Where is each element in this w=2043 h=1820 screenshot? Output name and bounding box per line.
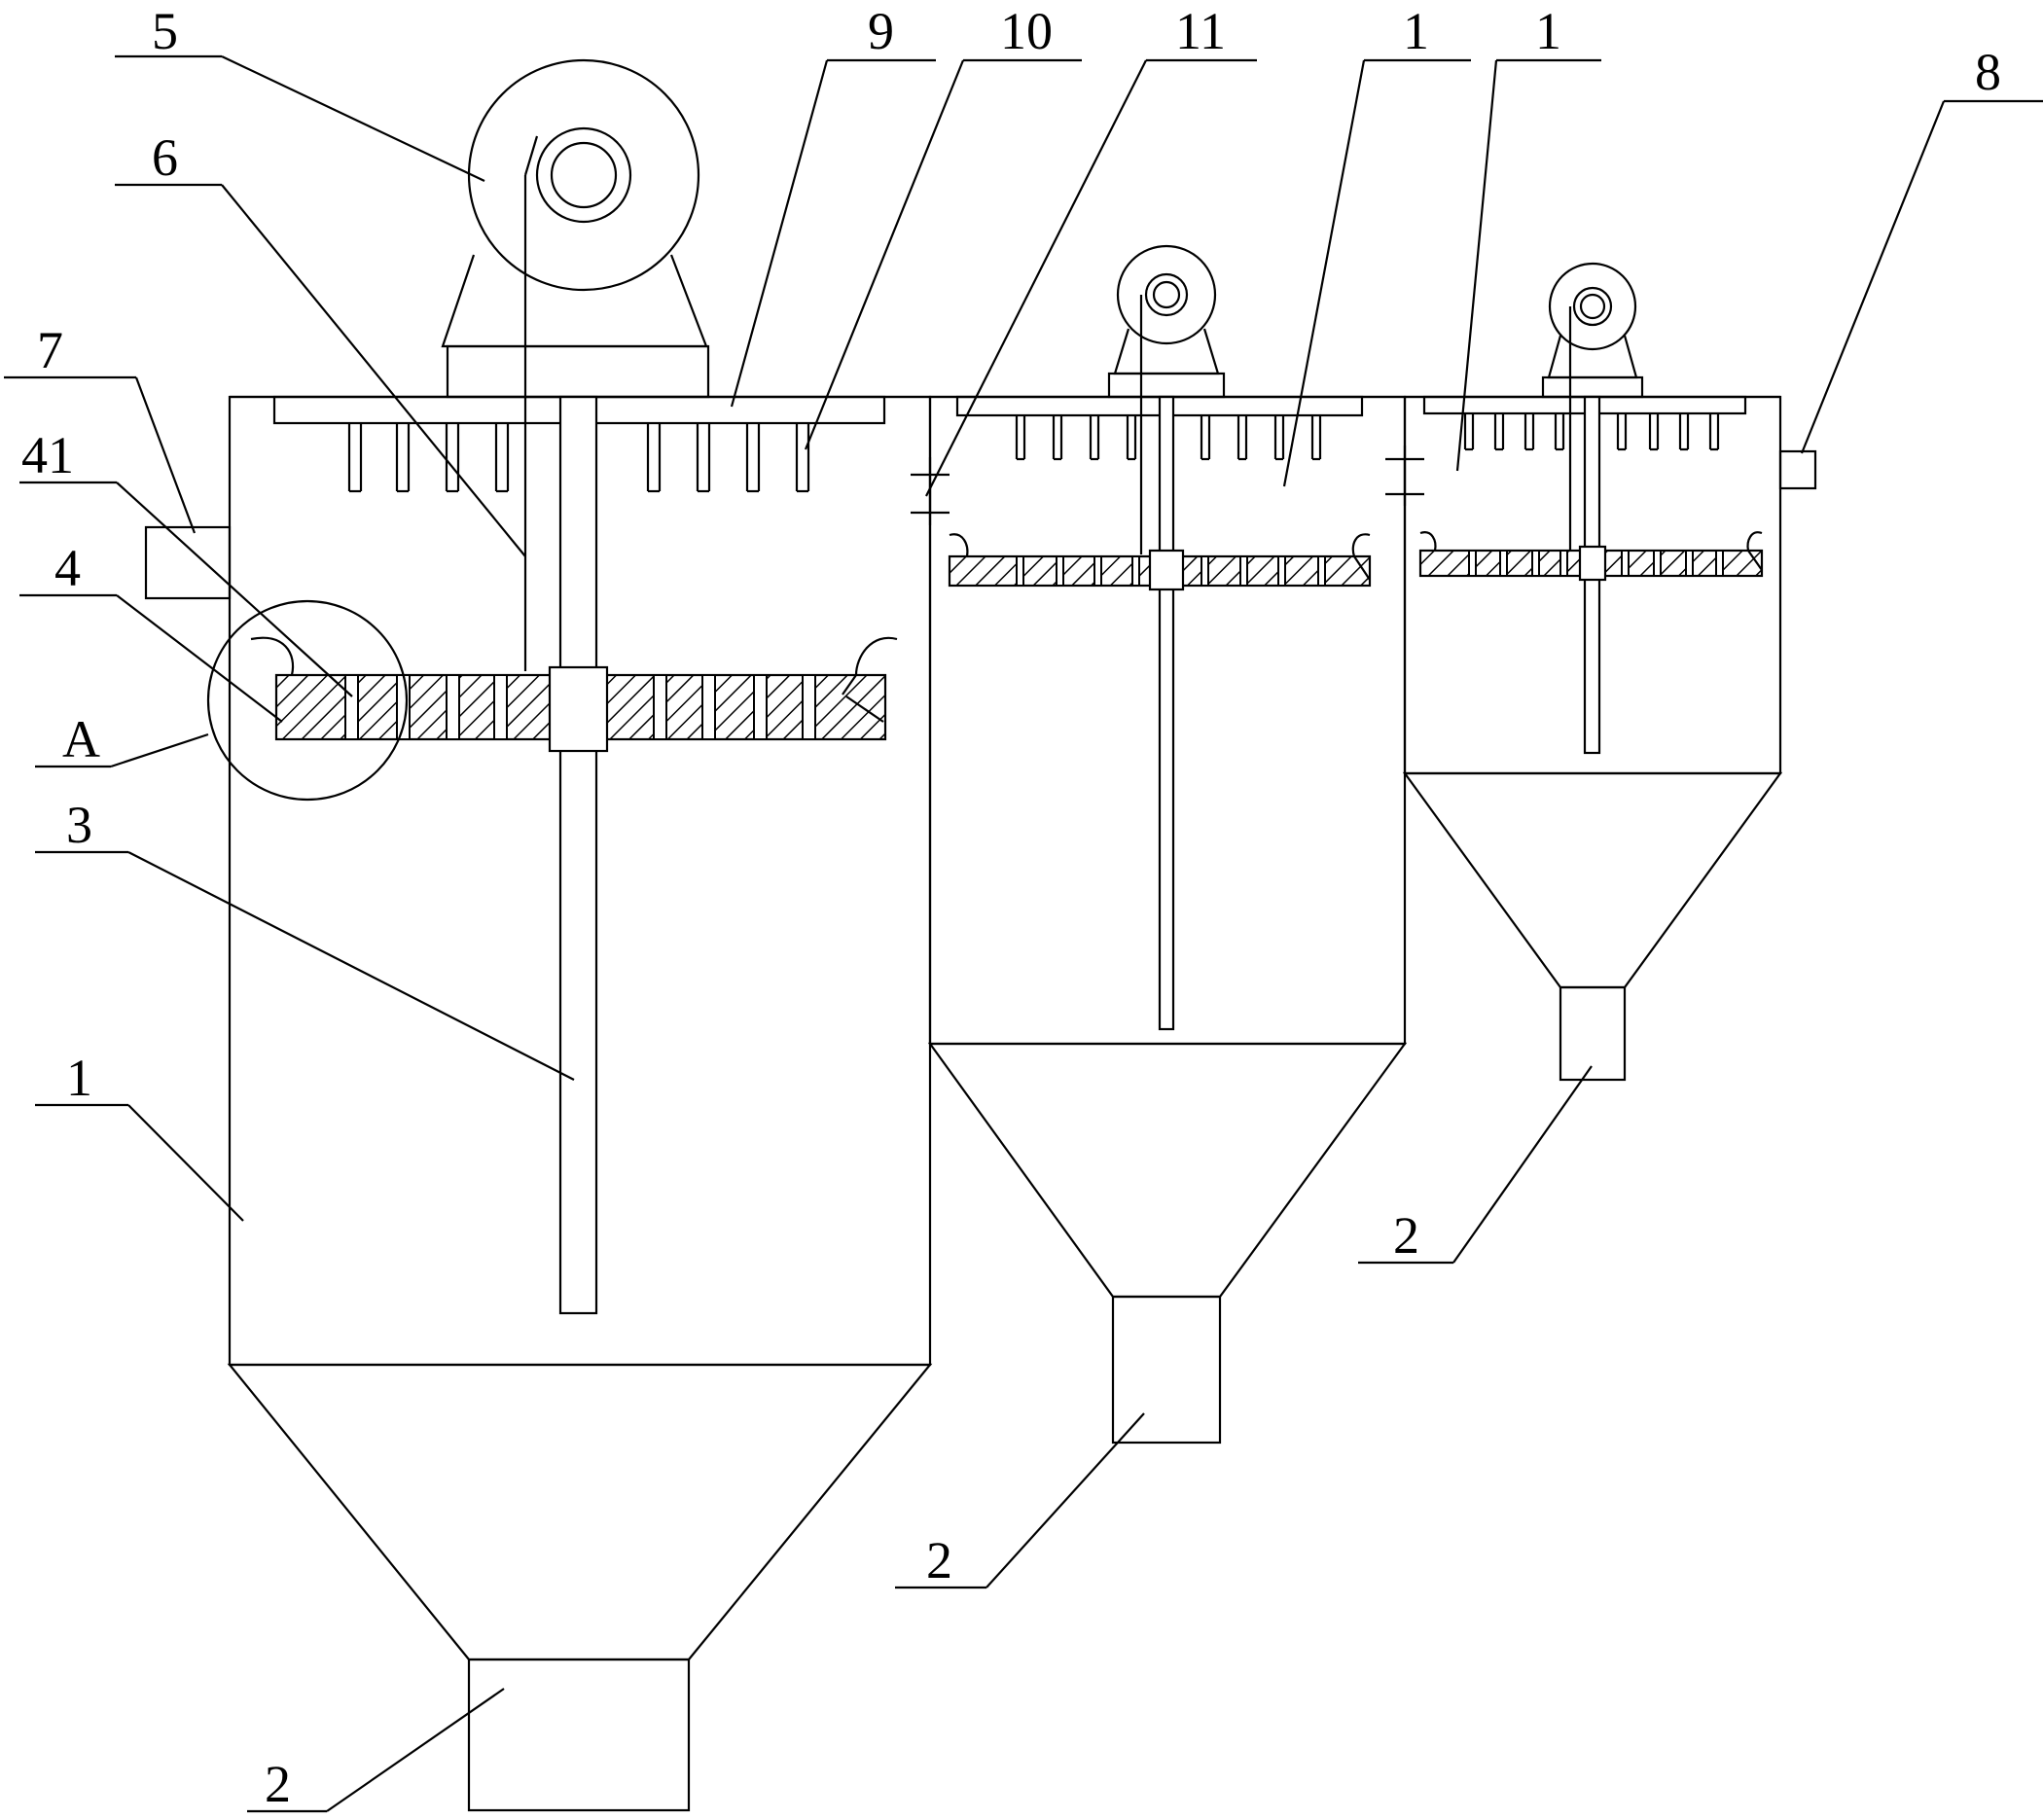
label-2-right: 2 <box>1393 1206 1419 1265</box>
label-7: 7 <box>37 321 63 379</box>
left-outlet <box>467 1658 691 1812</box>
label-2-mid: 2 <box>926 1531 952 1589</box>
label-5: 5 <box>152 2 178 60</box>
label-11: 11 <box>1175 2 1226 60</box>
left-plate-holes <box>344 674 816 740</box>
left-spray-nozzles <box>347 423 810 493</box>
right-spray-nozzles <box>1463 413 1720 451</box>
middle-motor-icon <box>1116 244 1217 345</box>
label-10: 10 <box>1000 2 1053 60</box>
label-1-mid: 1 <box>1403 2 1429 60</box>
air-outlet <box>1778 449 1817 490</box>
right-motor-icon <box>1548 262 1637 351</box>
middle-motor-base <box>1107 372 1226 399</box>
left-brush-right <box>842 636 898 696</box>
left-motor-pulley-inner <box>550 141 618 209</box>
right-chamber <box>1385 262 1817 1082</box>
label-3: 3 <box>66 796 92 854</box>
middle-hopper <box>927 1042 1408 1299</box>
left-brush-left <box>250 636 295 676</box>
left-motor-base <box>446 344 710 399</box>
leader-lines <box>4 54 2043 1813</box>
middle-outlet <box>1111 1295 1222 1445</box>
middle-rotating-shaft <box>1158 395 1175 1031</box>
right-motor-base <box>1541 375 1644 399</box>
right-outlet <box>1559 985 1627 1082</box>
left-motor-icon <box>467 58 700 292</box>
label-8: 8 <box>1975 43 2001 101</box>
right-hopper <box>1402 771 1783 989</box>
label-41: 41 <box>21 426 74 484</box>
left-motor-pulley-outer <box>535 126 632 224</box>
middle-chamber <box>911 244 1408 1445</box>
middle-spray-nozzles <box>1015 415 1322 461</box>
label-6: 6 <box>152 128 178 187</box>
left-chamber <box>144 58 933 1812</box>
label-a: A <box>62 710 100 768</box>
label-1-left: 1 <box>66 1049 92 1107</box>
right-shaft-hub <box>1578 545 1607 582</box>
left-rotating-shaft <box>558 395 598 1315</box>
detail-circle-a <box>206 599 409 802</box>
middle-shaft-hub <box>1148 549 1185 591</box>
label-2-bottom: 2 <box>265 1755 291 1813</box>
left-hopper <box>227 1363 933 1661</box>
left-shaft-hub <box>548 665 609 753</box>
label-4: 4 <box>54 539 81 597</box>
label-9: 9 <box>868 2 894 60</box>
air-inlet <box>144 525 232 600</box>
label-1-right: 1 <box>1535 2 1561 60</box>
